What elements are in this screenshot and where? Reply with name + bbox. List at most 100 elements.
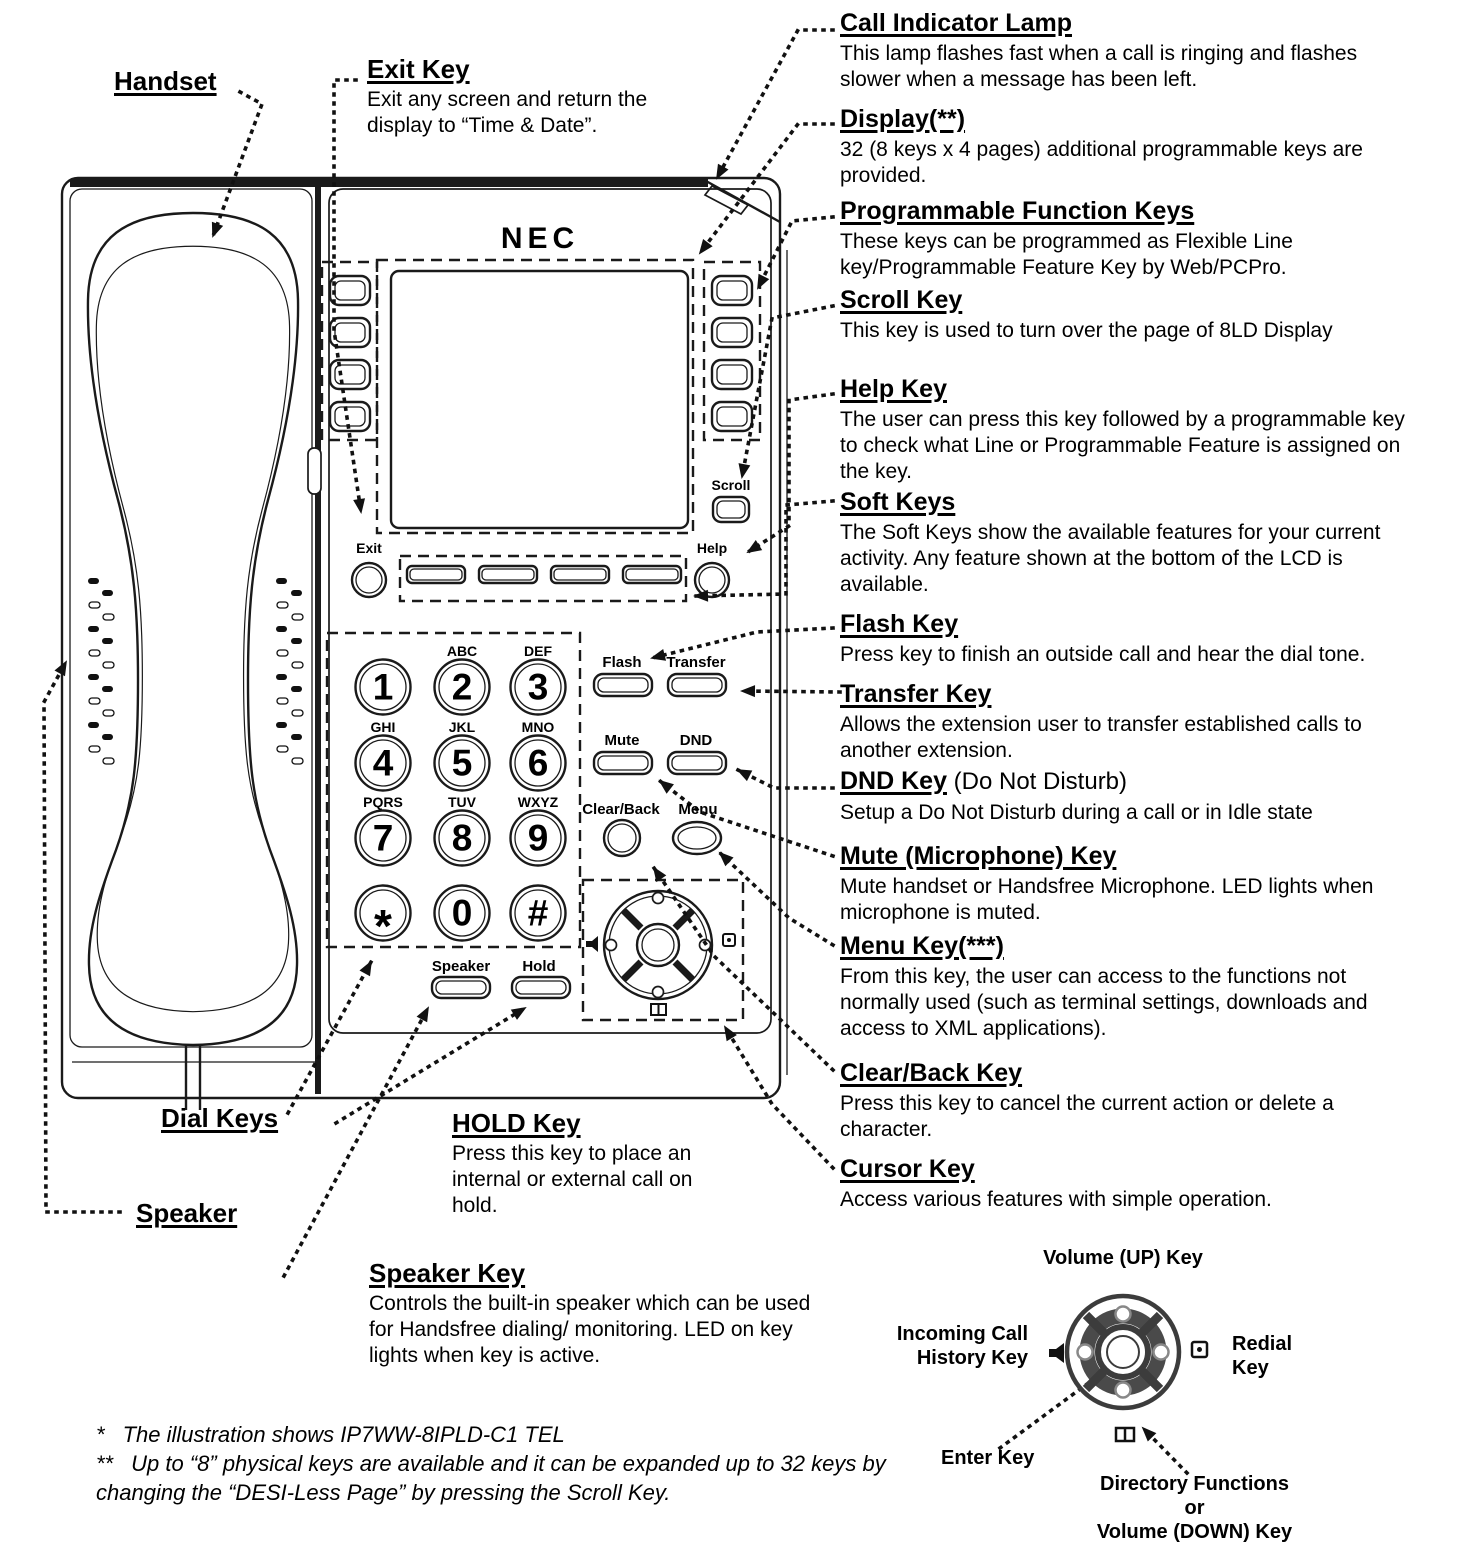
svg-text:DEF: DEF [524, 643, 552, 659]
svg-text:6: 6 [528, 743, 549, 784]
cursor-pad[interactable] [602, 889, 714, 1001]
cursor-pad-detail [1064, 1293, 1182, 1411]
svg-text:PQRS: PQRS [363, 794, 403, 810]
hold-key-label: Hold [522, 958, 555, 975]
callout-exit-key: Exit Key Exit any screen and return the … [367, 54, 677, 139]
hold-key[interactable] [510, 975, 572, 1000]
callout-title: Exit Key [367, 54, 470, 84]
svg-text:0: 0 [452, 893, 473, 934]
redial-icon [1190, 1340, 1209, 1359]
svg-text:1: 1 [373, 667, 394, 708]
menu-key-label: Menu [678, 801, 717, 818]
handset [86, 211, 300, 1110]
dnd-key-label: DND [680, 732, 713, 749]
transfer-key[interactable] [666, 672, 728, 698]
callout-title: HOLD Key [452, 1108, 581, 1138]
callout-desc: Exit any screen and return the display t… [367, 88, 648, 137]
volume-up-label: Volume (UP) Key [1043, 1247, 1203, 1269]
programmable-key[interactable] [710, 274, 754, 433]
cursor-pad-detail-icons [1049, 1340, 1209, 1443]
callout-display: Display(**) 32 (8 keys x 4 pages) additi… [840, 105, 1363, 187]
nec-logo: NEC [501, 222, 579, 255]
right-programmable-keys-zone [702, 260, 762, 442]
dnd-key[interactable] [666, 750, 728, 776]
callout-cursor-key: Cursor Key Access various features with … [840, 1155, 1272, 1211]
svg-text:GHI: GHI [371, 719, 396, 735]
incoming-call-history-label: Incoming Call History Key [896, 1323, 1028, 1369]
dial-key-8[interactable] [433, 809, 491, 867]
dial-key-5[interactable] [433, 734, 491, 792]
svg-text:TUV: TUV [448, 794, 477, 810]
dial-key-3[interactable] [509, 658, 567, 716]
redial-label: Redial Key [1232, 1333, 1293, 1379]
callout-soft-keys: Soft Keys The Soft Keys show the availab… [840, 488, 1381, 596]
scroll-key[interactable] [711, 495, 751, 524]
callout-hold-key: HOLD Key Press this key to place an inte… [452, 1108, 732, 1219]
clear-back-key-label: Clear/Back [582, 801, 660, 818]
call-indicator-lamp [703, 184, 750, 216]
redial-icon [722, 933, 736, 947]
dial-key-1[interactable] [354, 658, 412, 716]
dial-pad-zone [325, 631, 582, 949]
footnotes: *The illustration shows IP7WW-8IPLD-C1 T… [96, 1420, 936, 1507]
scroll-key-label: Scroll [712, 477, 751, 493]
svg-text:*: * [374, 900, 392, 952]
directory-icon [650, 1003, 667, 1016]
svg-text:2: 2 [452, 667, 473, 708]
svg-text:ABC: ABC [447, 643, 477, 659]
help-key-label: Help [697, 540, 727, 556]
svg-text:WXYZ: WXYZ [518, 794, 559, 810]
svg-text:8: 8 [452, 818, 473, 859]
handset-cord [184, 1045, 202, 1110]
directory-icon [1114, 1426, 1136, 1443]
callout-transfer-key: Transfer Key Allows the extension user t… [840, 680, 1362, 762]
dial-key-2[interactable] [433, 658, 491, 716]
display-screen [389, 269, 690, 530]
callout-menu-key: Menu Key(***) From this key, the user ca… [840, 932, 1368, 1040]
leader-lines [42, 28, 1190, 1476]
dial-pad [354, 658, 567, 942]
clear-back-key[interactable] [602, 818, 642, 858]
soft-key[interactable] [405, 564, 683, 585]
mute-key[interactable] [592, 750, 654, 776]
dial-key-4[interactable] [354, 734, 412, 792]
speaker-key-label: Speaker [432, 958, 491, 975]
callout-speaker: Speaker [136, 1198, 238, 1228]
dial-key-7[interactable] [354, 809, 412, 867]
dial-key-0[interactable] [433, 884, 491, 942]
footnote: *The illustration shows IP7WW-8IPLD-C1 T… [96, 1422, 565, 1447]
flash-key[interactable] [592, 672, 654, 698]
svg-text:5: 5 [452, 743, 473, 784]
directory-functions-label: Directory Functions or Volume (DOWN) Key [1096, 1473, 1293, 1543]
callout-handset: Handset [114, 66, 217, 96]
dial-key-star[interactable] [354, 884, 412, 942]
exit-key[interactable] [350, 561, 388, 599]
svg-text:#: # [528, 893, 549, 934]
help-key[interactable] [693, 561, 731, 599]
incoming-call-history-icon [1049, 1343, 1064, 1363]
hookswitch-clip [307, 447, 322, 495]
incoming-call-history-icon [586, 936, 598, 952]
callout-speaker-key: Speaker Key Controls the built-in speake… [369, 1258, 819, 1369]
callout-desc: Press this key to place an internal or e… [452, 1142, 693, 1217]
callout-dnd-key: DND Key (Do Not Disturb) Setup a Do Not … [840, 767, 1313, 824]
callout-title: Speaker Key [369, 1258, 526, 1288]
callout-mute-key: Mute (Microphone) Key Mute handset or Ha… [840, 842, 1374, 924]
callout-clear-back-key: Clear/Back Key Press this key to cancel … [840, 1059, 1334, 1141]
enter-key-label: Enter Key [941, 1447, 1035, 1469]
dial-key-hash[interactable] [509, 884, 567, 942]
flash-key-label: Flash [602, 654, 641, 671]
callout-help-key: Help Key The user can press this key fol… [840, 375, 1405, 483]
transfer-key-label: Transfer [666, 654, 725, 671]
svg-text:3: 3 [528, 667, 549, 708]
callout-desc: Controls the built-in speaker which can … [369, 1292, 811, 1367]
menu-key[interactable] [671, 820, 723, 856]
svg-text:4: 4 [373, 743, 394, 784]
callout-call-indicator-lamp: Call Indicator Lamp This lamp flashes fa… [840, 9, 1358, 91]
speaker-key[interactable] [430, 975, 492, 1000]
dial-key-9[interactable] [509, 809, 567, 867]
dial-key-6[interactable] [509, 734, 567, 792]
mute-key-label: Mute [605, 732, 640, 749]
soft-keys-zone [398, 554, 688, 603]
